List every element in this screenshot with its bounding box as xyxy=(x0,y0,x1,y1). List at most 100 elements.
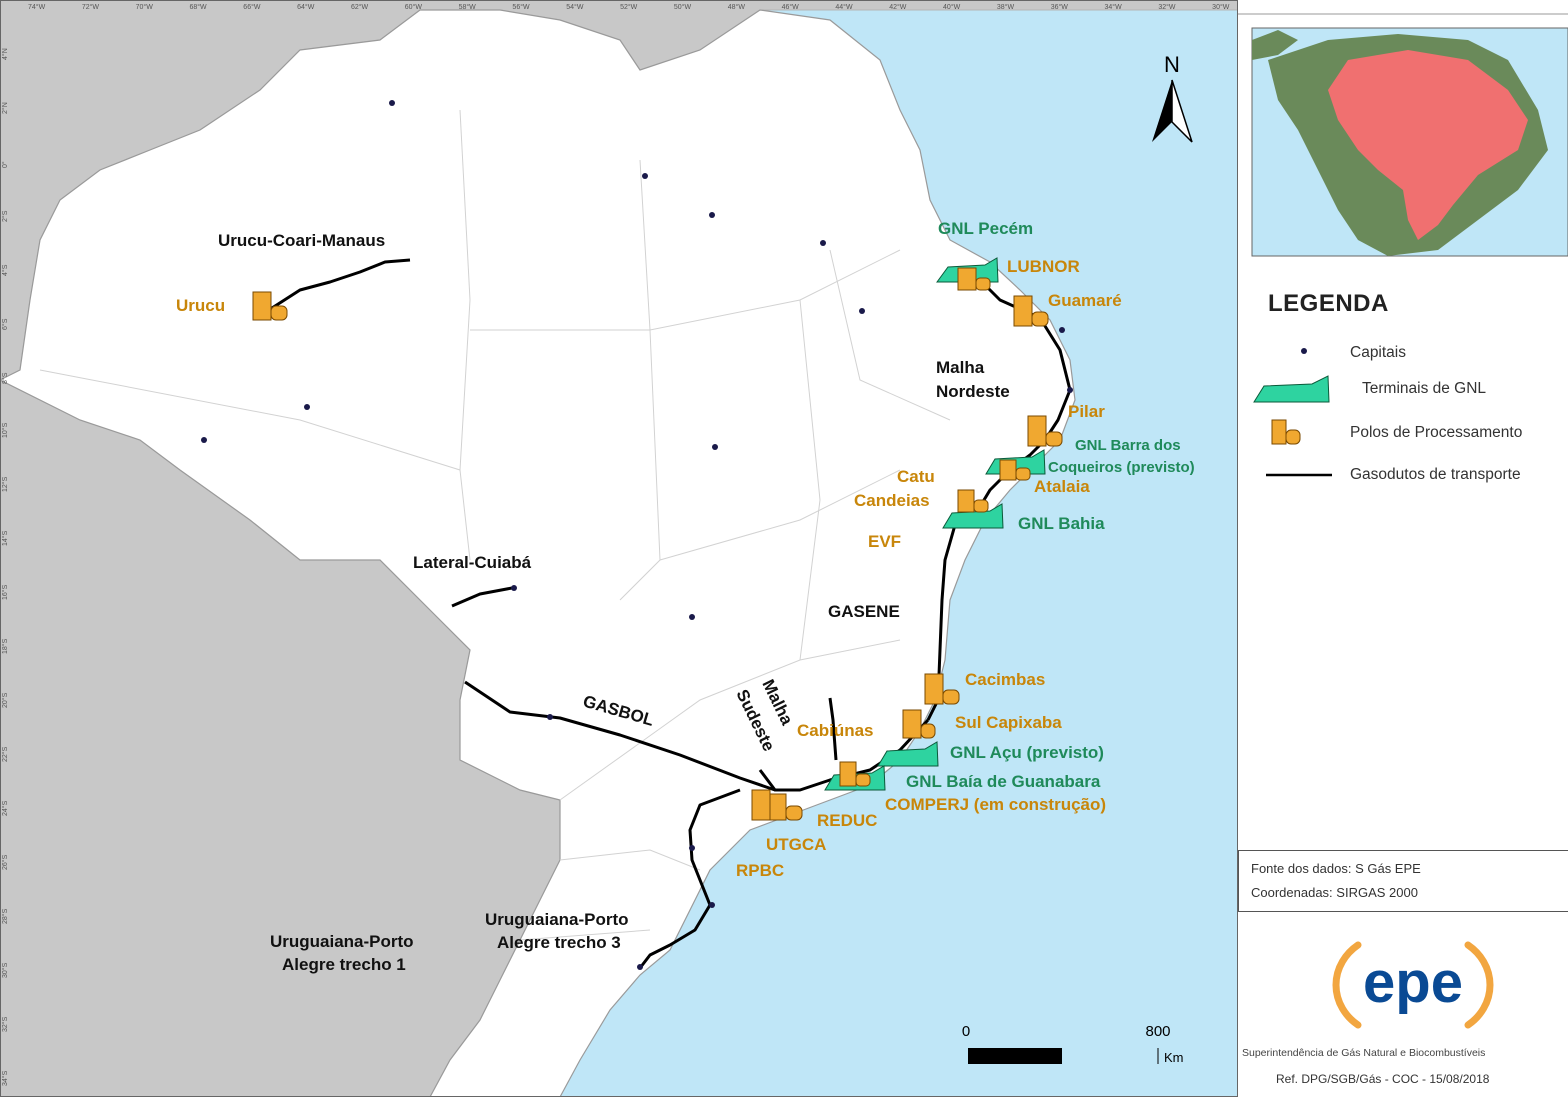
label-lubnor: LUBNOR xyxy=(1007,257,1080,276)
label-gnl-guanabara: GNL Baía de Guanabara xyxy=(906,772,1101,791)
top-tick-label: 38°W xyxy=(996,4,1015,11)
label-utgca: UTGCA xyxy=(766,835,826,854)
state-borders xyxy=(39,109,951,941)
pipeline-line-icon xyxy=(1266,473,1332,477)
processing-hub-icon xyxy=(1271,419,1301,445)
lng-terminal-icon xyxy=(877,741,939,767)
legend-item-gasodutos: Gasodutos de transporte xyxy=(1252,460,1568,490)
label-atalaia: Atalaia xyxy=(1034,477,1090,496)
brazil-map: N 0 800 Km Urucu-Coari-Manaus Lateral-Cu… xyxy=(0,0,1238,1097)
capital-dot xyxy=(642,173,648,179)
label-gnl-pecem: GNL Pecém xyxy=(938,219,1033,238)
capital-dot xyxy=(859,308,865,314)
top-tick-label: 44°W xyxy=(835,4,853,11)
processing-hub-icon xyxy=(252,291,288,321)
capital-dot xyxy=(689,614,695,620)
left-tick-label: 4°S xyxy=(2,264,9,276)
scale-zero: 0 xyxy=(962,1023,970,1040)
inset-central-america xyxy=(1252,30,1298,60)
left-tick-label: 8°S xyxy=(2,372,9,384)
label-gnl-bahia: GNL Bahia xyxy=(1018,514,1105,533)
capital-dot xyxy=(820,240,826,246)
top-tick-label: 58°W xyxy=(458,4,476,11)
processing-hub-icon xyxy=(751,789,803,821)
processing-hub-icon xyxy=(902,709,936,739)
left-tick-label: 4°N xyxy=(2,48,9,60)
legend-title: LEGENDA xyxy=(1268,290,1389,317)
top-tick-label: 30°W xyxy=(1212,4,1230,11)
brazil-territory xyxy=(0,9,1076,1097)
left-tick-label: 24°S xyxy=(2,800,9,816)
top-tick-label: 60°W xyxy=(404,4,422,11)
label-malha-nordeste-1: Malha xyxy=(936,358,985,377)
scale-bar-segment xyxy=(968,1048,1062,1064)
epe-logo: epe xyxy=(1332,941,1494,1029)
top-tick-label: 62°W xyxy=(350,4,369,11)
processing-hub-icon xyxy=(1027,415,1063,447)
label-uruguaiana-t3-a: Uruguaiana-Porto xyxy=(485,910,629,929)
left-tick-label: 0° xyxy=(2,161,9,168)
label-candeias: Candeias xyxy=(854,491,930,510)
legend-item-polos: Polos de Processamento xyxy=(1252,418,1568,448)
source-box: Fonte dos dados: S Gás EPE Coordenadas: … xyxy=(1238,850,1568,912)
legend-label: Terminais de GNL xyxy=(1362,380,1487,397)
top-tick-label: 56°W xyxy=(512,4,530,11)
top-tick-label: 32°W xyxy=(1158,4,1176,11)
north-arrow-icon: N xyxy=(1152,52,1193,143)
capitals xyxy=(201,100,1073,970)
source-line-2: Coordenadas: SIRGAS 2000 xyxy=(1251,885,1418,900)
scale-unit: Km xyxy=(1164,1050,1184,1065)
top-tick-label: 42°W xyxy=(889,4,907,11)
top-tick-label: 50°W xyxy=(673,4,692,11)
pipeline-cabiunas-branch xyxy=(828,697,838,761)
top-tick-label: 48°W xyxy=(727,4,745,11)
label-gnl-barra-2: Coqueiros (previsto) xyxy=(1048,459,1195,476)
top-tick-label: 74°W xyxy=(28,4,46,11)
label-catu: Catu xyxy=(897,467,935,486)
label-pilar: Pilar xyxy=(1068,402,1105,421)
scale-bar: 0 800 Km xyxy=(962,1023,1184,1065)
left-tick-label: 20°S xyxy=(2,692,9,708)
left-tick-label: 18°S xyxy=(2,638,9,654)
top-tick-label: 52°W xyxy=(620,4,638,11)
left-tick-label: 30°S xyxy=(2,962,9,978)
left-tick-label: 2°N xyxy=(2,102,9,114)
label-gasene: GASENE xyxy=(828,602,900,621)
label-uruguaiana-t3-b: Alegre trecho 3 xyxy=(497,933,621,952)
superintendencia-text: Superintendência de Gás Natural e Biocom… xyxy=(1242,1047,1486,1059)
legend-label: Polos de Processamento xyxy=(1350,424,1523,441)
top-tick-label: 72°W xyxy=(81,4,100,11)
capital-dot xyxy=(511,585,517,591)
processing-hub-icon xyxy=(999,459,1031,481)
label-uruguaiana-t1-a: Uruguaiana-Porto xyxy=(270,932,414,951)
left-tick-label: 16°S xyxy=(2,584,9,600)
processing-hubs xyxy=(252,267,1063,821)
capital-dot xyxy=(1059,327,1065,333)
processing-hub-icon xyxy=(957,489,989,513)
top-tick-label: 46°W xyxy=(781,4,799,11)
capital-dot xyxy=(709,212,715,218)
label-gnl-barra-1: GNL Barra dos xyxy=(1075,437,1181,454)
top-tick-label: 66°W xyxy=(243,4,261,11)
label-lateral-cuiaba: Lateral-Cuiabá xyxy=(413,553,532,572)
capital-dot-icon xyxy=(1301,348,1307,354)
label-sul-capixaba: Sul Capixaba xyxy=(955,713,1062,732)
label-cacimbas: Cacimbas xyxy=(965,670,1045,689)
processing-hub-icon xyxy=(957,267,991,291)
capital-dot xyxy=(547,714,553,720)
processing-hub-icon xyxy=(1013,295,1049,327)
label-malha-nordeste-2: Nordeste xyxy=(936,382,1010,401)
pipeline-lateral-cuiaba xyxy=(451,586,513,608)
left-tick-label: 26°S xyxy=(2,854,9,870)
capital-dot xyxy=(201,437,207,443)
capital-dot xyxy=(304,404,310,410)
legend-item-terminais: Terminais de GNL xyxy=(1252,374,1568,404)
top-tick-label: 68°W xyxy=(189,4,207,11)
top-tick-label: 64°W xyxy=(297,4,315,11)
left-tick-label: 14°S xyxy=(2,530,9,546)
label-gnl-acu: GNL Açu (previsto) xyxy=(950,743,1104,762)
reference-text: Ref. DPG/SGB/Gás - COC - 15/08/2018 xyxy=(1276,1072,1490,1086)
legend-item-capitais: Capitais xyxy=(1252,338,1568,368)
left-tick-label: 6°S xyxy=(2,318,9,330)
label-uruguaiana-t1-b: Alegre trecho 1 xyxy=(282,955,406,974)
